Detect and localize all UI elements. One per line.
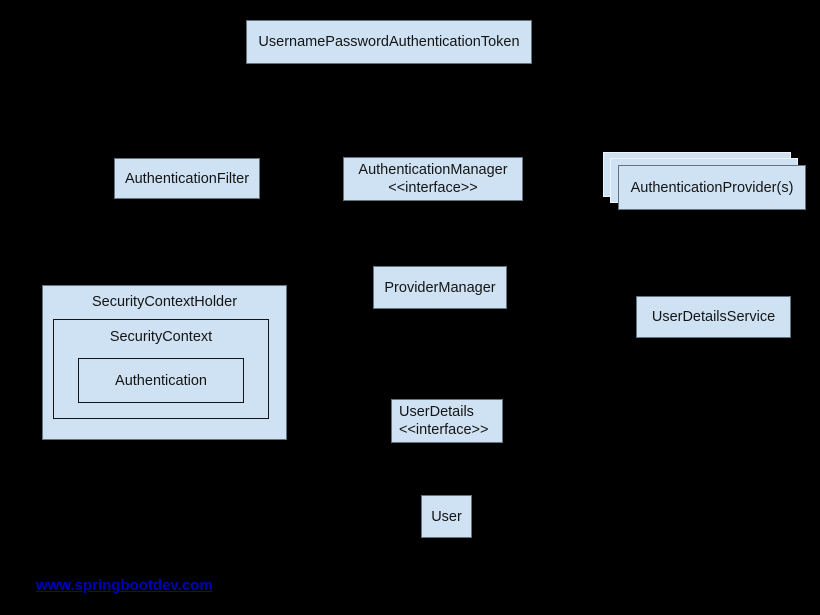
node-label: UserDetails [399,404,474,420]
watermark-link[interactable]: www.springbootdev.com [36,577,213,594]
node-label: AuthenticationFilter [124,170,250,187]
node-user-details-service: UserDetailsService [636,296,791,338]
node-label: UserDetailsService [651,309,776,325]
node-label: SecurityContextHolder [91,294,238,310]
node-authentication-filter: AuthenticationFilter [114,158,260,199]
stereotype-label: <<interface>> [399,422,489,438]
node-label: UsernamePasswordAuthenticationToken [258,34,520,50]
node-label: User [431,508,462,525]
node-username-password-authentication-token: UsernamePasswordAuthenticationToken [246,20,532,64]
node-label: AuthenticationProvider(s) [630,179,794,196]
node-label: Authentication [115,372,207,389]
node-authentication-providers: AuthenticationProvider(s) [618,165,806,210]
node-authentication-manager: AuthenticationManager <<interface>> [343,157,523,201]
node-label: ProviderManager [384,279,496,296]
node-security-context: SecurityContext Authentication [53,319,269,419]
node-label: SecurityContext [109,329,213,345]
node-user: User [421,495,472,538]
node-security-context-holder: SecurityContextHolder SecurityContext Au… [42,285,287,440]
node-label: AuthenticationManager [358,162,508,178]
node-user-details: UserDetails <<interface>> [391,399,503,443]
node-authentication: Authentication [78,358,244,403]
node-provider-manager: ProviderManager [373,266,507,309]
stereotype-label: <<interface>> [388,180,478,196]
